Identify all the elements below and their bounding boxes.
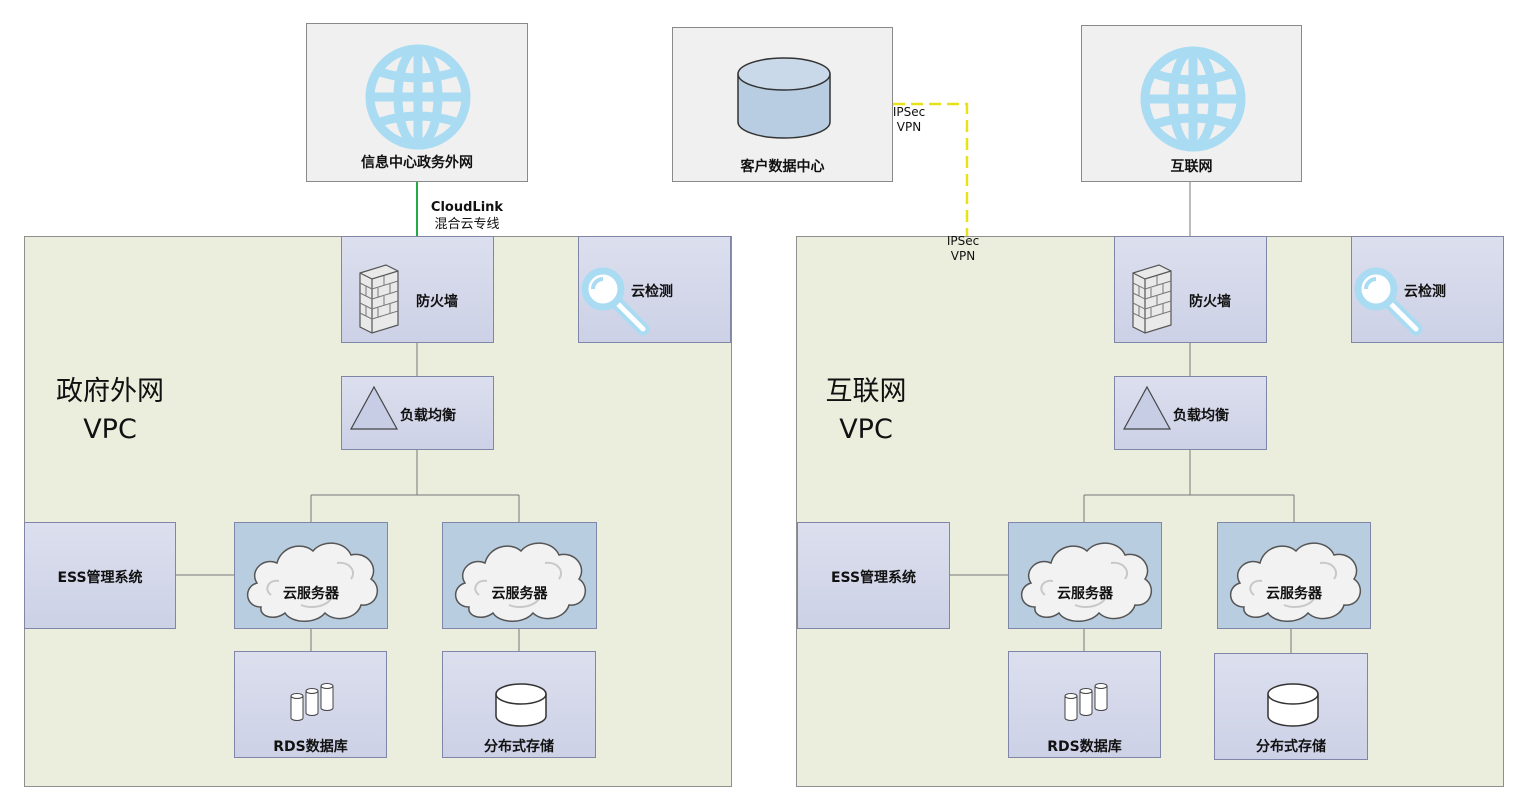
cloud-detection-node-left: 云检测 (578, 236, 731, 343)
cloud-server-node-left-b: 云服务器 (442, 522, 597, 629)
ess-label: ESS管理系统 (57, 570, 143, 586)
cloud-detection-label: 云检测 (1404, 284, 1446, 300)
firewall-icon (1132, 264, 1172, 334)
load-balancer-label: 负载均衡 (1173, 408, 1229, 424)
firewall-label: 防火墙 (1189, 294, 1231, 310)
rds-node-left: RDS数据库 (234, 651, 387, 758)
storage-node-left: 分布式存储 (442, 651, 596, 758)
vpc-left-wires (176, 343, 520, 651)
vpc-right-wires (950, 343, 1295, 653)
vpc-left-title: 政府外网 VPC (40, 373, 180, 449)
cloud-server-label: 云服务器 (1266, 586, 1322, 602)
cloud-server-label: 云服务器 (1057, 586, 1113, 602)
firewall-node-right: 防火墙 (1114, 236, 1267, 343)
globe-icon (365, 44, 471, 150)
storage-node-right: 分布式存储 (1214, 653, 1368, 760)
internet-label: 互联网 (1170, 159, 1213, 175)
cloud-server-label: 云服务器 (283, 586, 339, 602)
load-balancer-node-right: 负载均衡 (1114, 376, 1267, 450)
cloud-detection-label: 云检测 (631, 284, 673, 300)
ipsec-vpn-line (893, 102, 969, 236)
gov-extranet-label: 信息中心政务外网 (361, 155, 473, 171)
triangle-icon (349, 385, 399, 430)
load-balancer-label: 负载均衡 (400, 408, 456, 424)
customer-datacenter-label: 客户数据中心 (740, 159, 825, 175)
vpn-text: VPN (950, 249, 976, 263)
internet-box: 互联网 (1081, 25, 1302, 182)
magnifier-icon (1354, 267, 1423, 336)
vpc-left-title-line2: VPC (83, 414, 137, 445)
rds-label: RDS数据库 (1047, 739, 1122, 755)
vpn-text: VPN (896, 120, 922, 134)
firewall-label: 防火墙 (416, 294, 458, 310)
cloudlink-title: CloudLink (430, 200, 504, 215)
database-cluster-icon (290, 683, 334, 721)
globe-icon (1140, 46, 1246, 152)
disk-storage-icon (1267, 683, 1319, 727)
customer-datacenter-box: 客户数据中心 (672, 27, 893, 182)
vpc-right-title: 互联网 VPC (796, 373, 936, 449)
rds-node-right: RDS数据库 (1008, 651, 1161, 758)
cloud-icon (1021, 542, 1153, 622)
disk-storage-icon (495, 683, 547, 727)
ipsec-text: IPSec (946, 234, 980, 248)
load-balancer-node-left: 负载均衡 (341, 376, 494, 450)
cloudlink-subtitle: 混合云专线 (434, 217, 500, 232)
vpc-left-title-line1: 政府外网 (56, 376, 164, 407)
cloud-server-node-right-b: 云服务器 (1217, 522, 1371, 629)
ipsec-text: IPSec (892, 105, 926, 119)
ess-node-right: ESS管理系统 (797, 522, 950, 629)
triangle-icon (1122, 385, 1172, 430)
cloud-server-node-right-a: 云服务器 (1008, 522, 1162, 629)
cloudlink-label: CloudLink 混合云专线 (420, 199, 514, 233)
cloud-icon (1230, 542, 1362, 622)
firewall-node-left: 防火墙 (341, 236, 494, 343)
cloud-server-label: 云服务器 (491, 586, 548, 602)
rds-label: RDS数据库 (273, 739, 348, 755)
database-icon (737, 57, 831, 139)
cloud-icon (247, 542, 379, 622)
ess-label: ESS管理系统 (830, 570, 917, 586)
cloud-detection-node-right: 云检测 (1351, 236, 1504, 343)
cloud-server-node-left-a: 云服务器 (234, 522, 388, 629)
vpc-right-title-line1: 互联网 (825, 376, 907, 407)
ipsec-vpn-label-bottom: IPSec VPN (940, 234, 986, 264)
gov-extranet-box: 信息中心政务外网 (306, 23, 528, 182)
ess-node-left: ESS管理系统 (24, 522, 176, 629)
cloud-icon (455, 542, 587, 622)
storage-label: 分布式存储 (484, 739, 554, 755)
magnifier-icon (581, 267, 650, 336)
firewall-icon (359, 264, 399, 334)
database-cluster-icon (1064, 683, 1108, 721)
storage-label: 分布式存储 (1256, 739, 1326, 755)
ipsec-vpn-label-top: IPSec VPN (886, 105, 932, 135)
vpc-right-title-line2: VPC (839, 414, 893, 445)
